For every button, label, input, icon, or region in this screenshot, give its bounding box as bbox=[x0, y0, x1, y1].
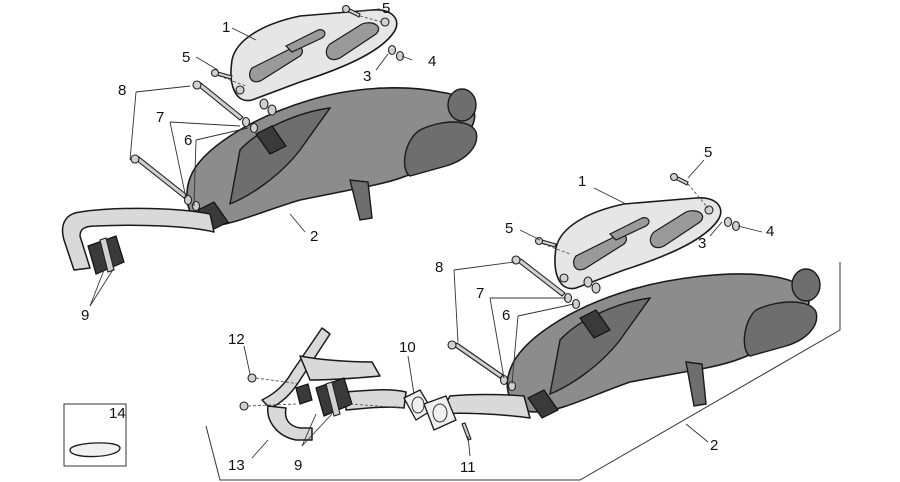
callout-12: 12 bbox=[228, 331, 245, 348]
header-pipe-lower bbox=[261, 327, 531, 441]
hardware-lower bbox=[239, 172, 741, 441]
gasket-lower bbox=[403, 389, 457, 431]
callout-2: 2 bbox=[310, 228, 318, 245]
callout-6: 6 bbox=[184, 132, 192, 149]
leaders-upper bbox=[89, 8, 413, 307]
callout-5: 5 bbox=[704, 144, 712, 161]
header-pipe-upper bbox=[61, 207, 215, 275]
callout-8: 8 bbox=[118, 82, 126, 99]
hardware-upper bbox=[130, 4, 405, 212]
callout-2: 2 bbox=[710, 437, 718, 454]
bracket-lower bbox=[527, 309, 611, 419]
assembly-upper: 1 5 5 3 4 8 7 6 2 9 bbox=[61, 0, 478, 324]
heat-shield-upper bbox=[230, 9, 398, 102]
callout-4: 4 bbox=[428, 53, 436, 70]
callout-8: 8 bbox=[435, 259, 443, 276]
leaders-lower bbox=[243, 159, 763, 459]
callout-6: 6 bbox=[502, 307, 510, 324]
bracket-upper bbox=[197, 125, 287, 231]
callout-9: 9 bbox=[294, 457, 302, 474]
heat-shield-lower bbox=[554, 197, 722, 290]
callout-10: 10 bbox=[399, 339, 416, 356]
callout-3: 3 bbox=[363, 68, 371, 85]
callout-11: 11 bbox=[460, 459, 476, 476]
callout-5: 5 bbox=[505, 220, 513, 237]
accessory-box bbox=[63, 403, 127, 467]
callout-1: 1 bbox=[222, 19, 230, 36]
callout-14: 14 bbox=[109, 405, 126, 422]
callout-4: 4 bbox=[766, 223, 774, 240]
callout-7: 7 bbox=[476, 285, 484, 302]
callout-7: 7 bbox=[156, 109, 164, 126]
callout-5: 5 bbox=[182, 49, 190, 66]
kit-frame bbox=[205, 262, 841, 481]
callout-3: 3 bbox=[698, 235, 706, 252]
callout-9: 9 bbox=[81, 307, 89, 324]
callout-13: 13 bbox=[228, 457, 245, 474]
callout-1: 1 bbox=[578, 173, 586, 190]
assembly-lower: 1 5 5 3 4 8 7 6 10 12 2 11 13 9 14 bbox=[63, 144, 841, 481]
callout-5: 5 bbox=[382, 0, 390, 17]
